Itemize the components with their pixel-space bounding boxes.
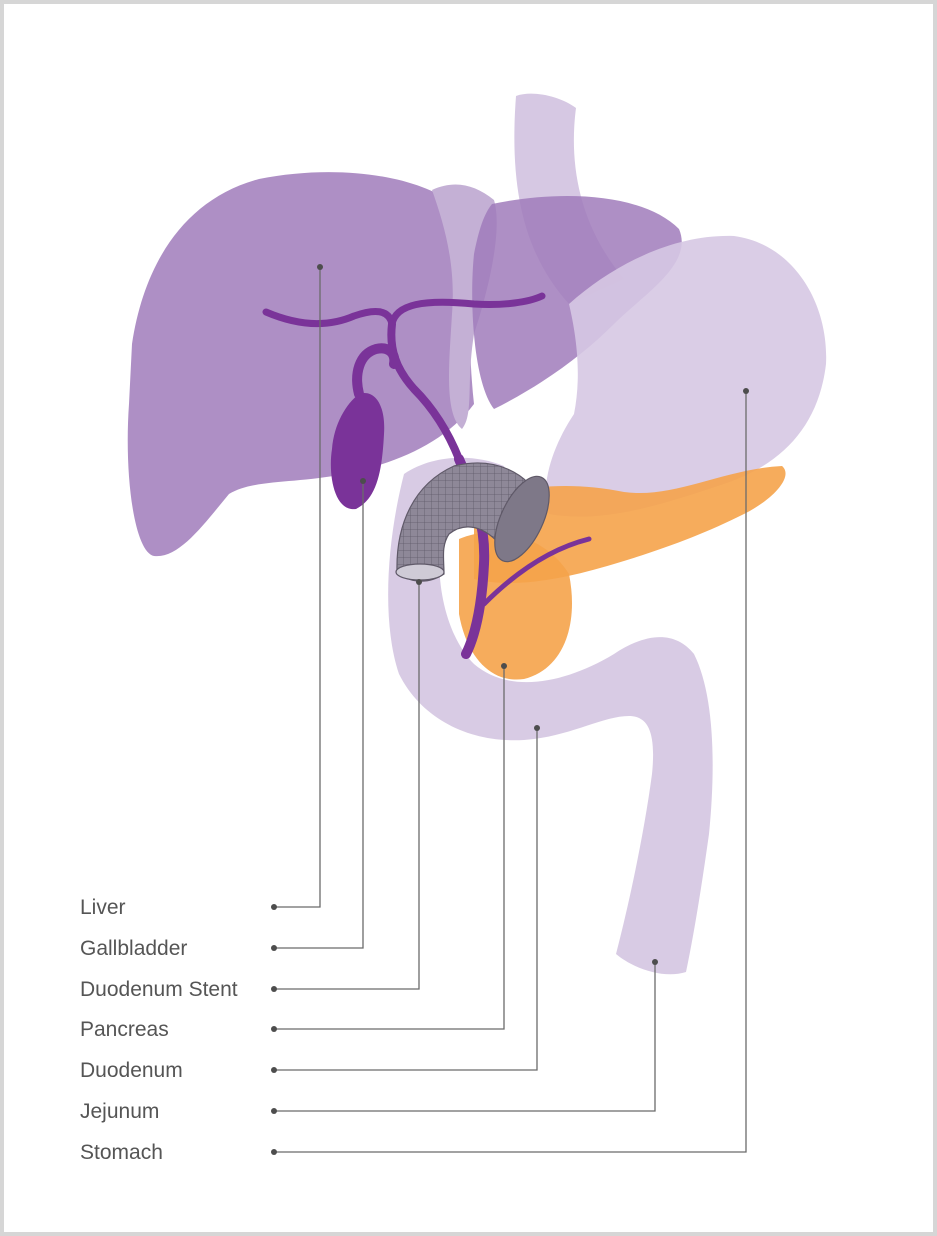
anatomy-diagram: Liver Gallbladder Duodenum Stent Pancrea… — [4, 4, 937, 1236]
label-dot-duodenum — [271, 1067, 277, 1073]
label-liver: Liver — [80, 896, 126, 919]
anchor-dot-gallbladder — [360, 478, 366, 484]
label-gallbladder: Gallbladder — [80, 937, 187, 960]
label-stomach: Stomach — [80, 1141, 163, 1164]
label-jejunum: Jejunum — [80, 1100, 159, 1123]
anchor-dot-liver — [317, 264, 323, 270]
anchor-dot-duodenum-stent — [416, 579, 422, 585]
label-list: Liver Gallbladder Duodenum Stent Pancrea… — [80, 896, 238, 1164]
anchor-dot-duodenum — [534, 725, 540, 731]
label-dot-pancreas — [271, 1026, 277, 1032]
label-dot-liver — [271, 904, 277, 910]
label-dot-jejunum — [271, 1108, 277, 1114]
label-dot-duodenum-stent — [271, 986, 277, 992]
anchor-dot-stomach — [743, 388, 749, 394]
anchor-dot-pancreas — [501, 663, 507, 669]
leader-line-duodenum — [274, 728, 537, 1070]
label-dot-gallbladder — [271, 945, 277, 951]
anchor-dot-jejunum — [652, 959, 658, 965]
leader-line-jejunum — [274, 962, 655, 1111]
leader-line-gallbladder — [274, 481, 363, 948]
label-dot-stomach — [271, 1149, 277, 1155]
label-duodenum: Duodenum — [80, 1059, 183, 1082]
label-pancreas: Pancreas — [80, 1018, 169, 1041]
label-duodenum-stent: Duodenum Stent — [80, 978, 238, 1001]
